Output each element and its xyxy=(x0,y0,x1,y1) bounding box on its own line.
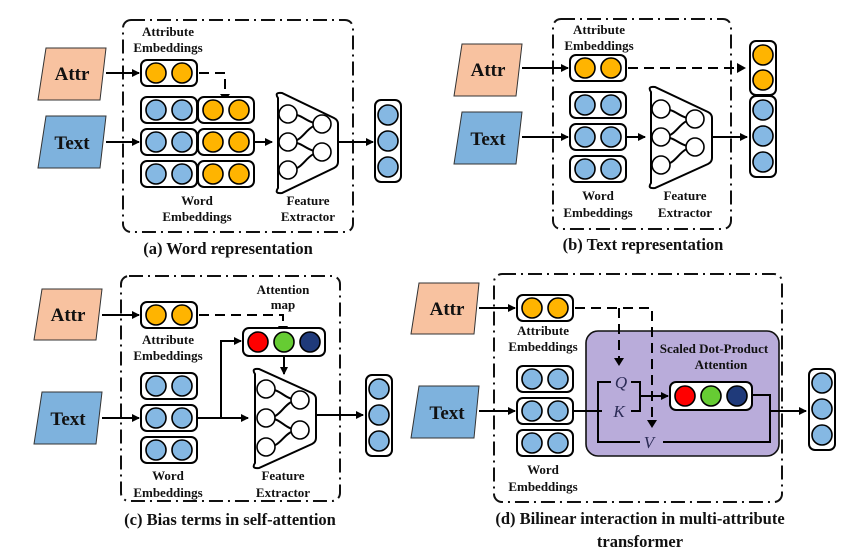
attn-map-label-c2: map xyxy=(271,297,296,312)
attr-embedding-a xyxy=(140,59,198,87)
word-emb-label-c1: Word xyxy=(152,468,185,483)
text-label-b: Text xyxy=(470,129,506,150)
word-emb-label-d1: Word xyxy=(527,462,560,477)
v-label: V xyxy=(644,433,657,452)
attr-emb-label-b1: Attribute xyxy=(573,22,625,37)
attr-label-b: Attr xyxy=(471,60,506,81)
dashed-attr-a xyxy=(199,72,226,96)
caption-d2: transformer xyxy=(597,532,683,551)
sdpa-label-2: Attention xyxy=(695,357,748,372)
fe-label-c1: Feature xyxy=(261,468,304,483)
text-label-d: Text xyxy=(429,403,465,424)
attr-label-d: Attr xyxy=(430,299,465,320)
attr-input-b xyxy=(453,43,523,97)
attr-emb-label-a1: Attribute xyxy=(142,24,194,39)
feature-extractor-c xyxy=(252,367,317,470)
text-input-a xyxy=(37,115,107,169)
frame-b xyxy=(552,18,732,230)
attention-map-d xyxy=(669,381,753,411)
attr-emb-label-a2: Embeddings xyxy=(133,40,202,55)
attr-emb-label-c1: Attribute xyxy=(142,332,194,347)
attr-input-c xyxy=(33,288,103,341)
frame-c xyxy=(120,275,341,502)
word-emb-label-a2: Embeddings xyxy=(162,209,231,224)
frame-a xyxy=(122,19,354,233)
panel-d: Attr Text Scaled Dot-Product Attention A… xyxy=(410,273,836,551)
attr-label-c: Attr xyxy=(51,305,86,326)
attr-emb-label-d2: Embeddings xyxy=(508,339,577,354)
text-input-b xyxy=(453,111,523,165)
word-emb-label-c2: Embeddings xyxy=(133,485,202,500)
line-qkv-bracket-d xyxy=(597,381,640,443)
attr-input-a xyxy=(37,47,107,101)
k-label: K xyxy=(612,402,626,421)
text-label-a: Text xyxy=(54,133,90,154)
dashed-attr-c xyxy=(199,314,284,328)
fe-label-a1: Feature xyxy=(286,193,329,208)
fe-label-b1: Feature xyxy=(663,188,706,203)
panel-a: Attr Text Attribute Embeddings xyxy=(37,19,402,258)
word-emb-label-b2: Embeddings xyxy=(563,205,632,220)
line-v-out-d xyxy=(663,394,771,443)
caption-b: (b) Text representation xyxy=(563,235,724,254)
q-label: Q xyxy=(615,373,627,392)
attr-emb-label-c2: Embeddings xyxy=(133,348,202,363)
attr-emb-label-b2: Embeddings xyxy=(564,38,633,53)
word-emb-label-d2: Embeddings xyxy=(508,479,577,494)
attr-label-a: Attr xyxy=(55,64,90,85)
attr-embedding-d xyxy=(516,294,574,322)
attn-map-label-c1: Attention xyxy=(257,282,310,297)
text-input-d xyxy=(410,385,480,439)
attr-emb-label-d1: Attribute xyxy=(517,323,569,338)
attr-input-d xyxy=(410,282,480,335)
panel-b: Attr Text Attribute Embeddings Word Embe… xyxy=(453,18,777,254)
caption-d1: (d) Bilinear interaction in multi-attrib… xyxy=(495,509,784,528)
caption-c: (c) Bias terms in self-attention xyxy=(124,510,336,529)
word-embeddings-c xyxy=(140,372,198,464)
sdpa-label-1: Scaled Dot-Product xyxy=(660,341,769,356)
attr-embedding-c xyxy=(140,301,198,329)
dashed-attr-v-d xyxy=(575,307,653,422)
fe-label-a2: Extractor xyxy=(281,209,335,224)
word-embeddings-a xyxy=(140,96,255,188)
arrowhead-q-d xyxy=(614,358,624,366)
arrowhead-attr-b xyxy=(737,63,746,73)
frame-d xyxy=(493,273,783,503)
fe-label-b2: Extractor xyxy=(658,205,712,220)
text-label-c: Text xyxy=(50,409,86,430)
output-vector-c xyxy=(365,374,393,457)
output-vector-b xyxy=(749,40,777,178)
caption-a: (a) Word representation xyxy=(143,239,313,258)
feature-extractor-a xyxy=(275,91,339,195)
text-input-c xyxy=(33,391,103,445)
attention-map-c xyxy=(242,327,326,357)
attr-embedding-b xyxy=(569,54,627,82)
arrow-emb-attn-c xyxy=(220,337,242,418)
word-embeddings-d xyxy=(516,365,574,457)
output-vector-d xyxy=(808,368,836,451)
feature-extractor-b xyxy=(648,85,713,190)
word-embeddings-b xyxy=(569,91,627,183)
word-emb-label-a1: Word xyxy=(181,193,214,208)
panel-c: Attr Text Attribute Embeddings Attention… xyxy=(33,275,393,529)
arrowhead-v-d xyxy=(647,420,657,428)
fe-label-c2: Extractor xyxy=(256,485,310,500)
output-vector-a xyxy=(374,99,402,183)
word-emb-label-b1: Word xyxy=(582,188,615,203)
